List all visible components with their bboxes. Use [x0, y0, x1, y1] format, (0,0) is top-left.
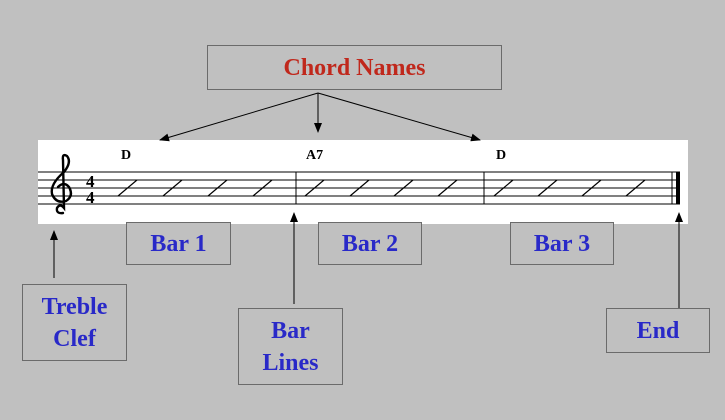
- end-bar-thick: [676, 172, 680, 204]
- chord-names-box: Chord Names: [207, 45, 502, 90]
- end-label: End: [636, 317, 680, 344]
- treble-clef-box: Treble Clef: [22, 284, 127, 361]
- bar-3-box: Bar 3: [510, 222, 614, 265]
- chord-label-1: D: [121, 148, 131, 163]
- bar-2-box: Bar 2: [318, 222, 422, 265]
- staff-lines: [38, 171, 680, 205]
- treble-clef-icon: [50, 153, 73, 215]
- bar-3-label: Bar 3: [533, 230, 591, 257]
- bar-1-box: Bar 1: [126, 222, 231, 265]
- chord-label-3: D: [496, 148, 506, 163]
- treble-clef-label-line1: Treble: [41, 293, 108, 320]
- time-signature-bottom: 4: [86, 188, 95, 207]
- bar-lines-label-line2: Lines: [262, 349, 319, 376]
- arrow-to-chord-1: [159, 92, 319, 142]
- chord-names-label: Chord Names: [283, 54, 426, 81]
- treble-clef-label-line2: Clef: [53, 325, 96, 352]
- beat-slashes: [117, 179, 646, 197]
- bar-lines-label-line1: Bar: [271, 317, 310, 344]
- staff-background: [38, 140, 688, 224]
- bar-1-label: Bar 1: [150, 230, 207, 257]
- arrow-to-chord-3: [317, 92, 481, 142]
- bar-lines-box: Bar Lines: [238, 308, 343, 385]
- end-box: End: [606, 308, 710, 353]
- chord-label-2: A7: [306, 148, 323, 163]
- time-signature-top: 4: [86, 172, 95, 191]
- bar-2-label: Bar 2: [341, 230, 399, 257]
